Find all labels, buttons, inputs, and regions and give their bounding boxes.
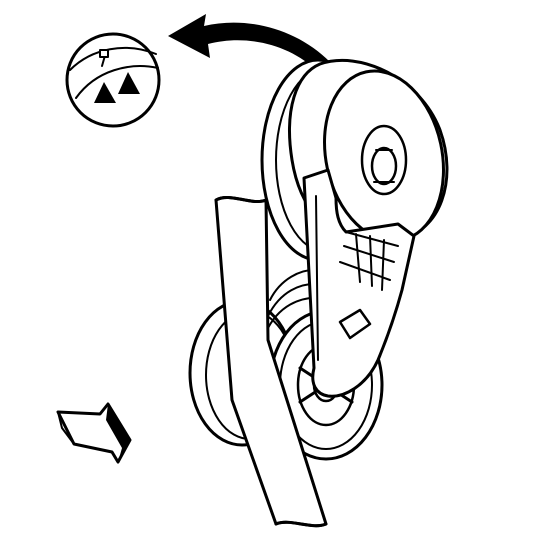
- tensioner-arm: [302, 168, 416, 398]
- alignment-marks-detail-icon: [65, 32, 161, 128]
- pointer-mark-left-icon: [94, 82, 116, 103]
- direction-arrow-icon: [56, 402, 132, 464]
- wrench-pad-icon: [338, 308, 372, 340]
- drive-belt: [214, 195, 328, 528]
- rotation-arrow-icon: [168, 14, 330, 72]
- pointer-mark-right-icon: [118, 72, 140, 94]
